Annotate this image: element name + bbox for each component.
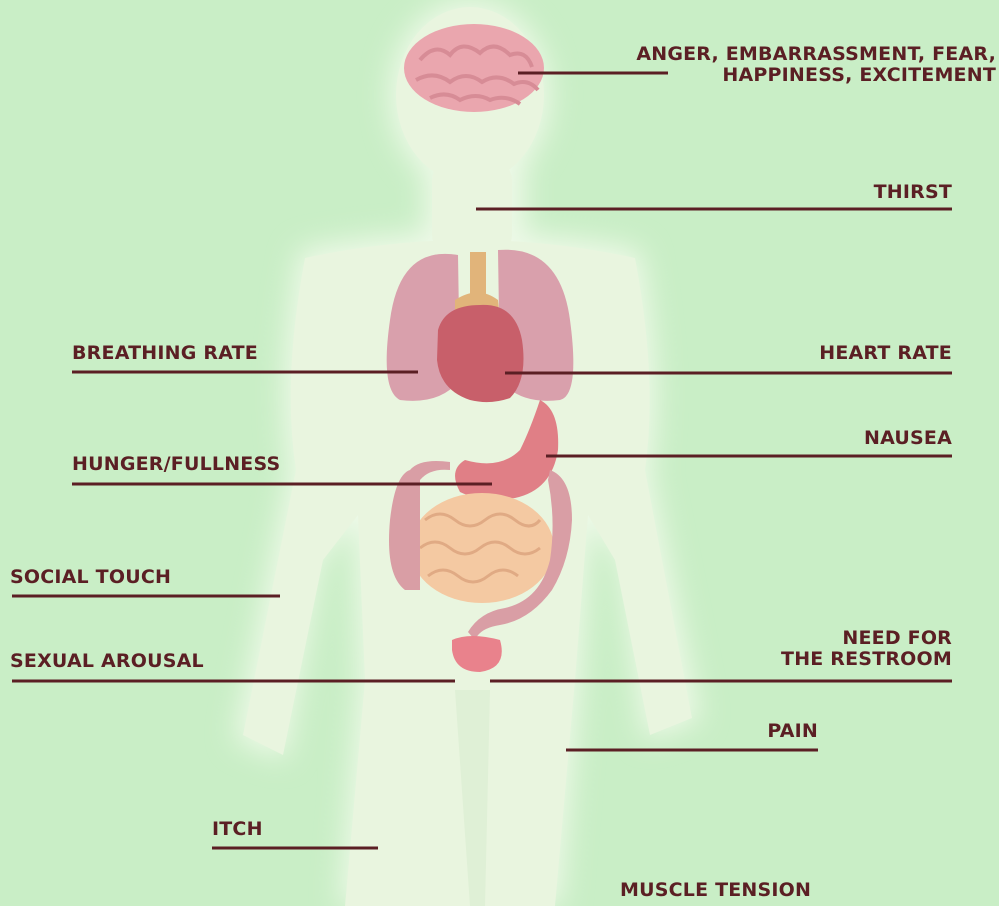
label-hunger-fullness: HUNGER/FULLNESS	[72, 454, 280, 475]
label-itch: ITCH	[212, 819, 263, 840]
label-restroom-line2: THE RESTROOM	[700, 649, 952, 670]
brain	[404, 24, 544, 112]
label-nausea: NAUSEA	[780, 428, 952, 449]
label-heart-rate: HEART RATE	[700, 343, 952, 364]
label-restroom: NEED FOR THE RESTROOM	[700, 628, 952, 670]
label-thirst: THIRST	[780, 182, 952, 203]
label-social-touch: SOCIAL TOUCH	[10, 567, 171, 588]
label-muscle-tension: MUSCLE TENSION	[620, 880, 811, 901]
label-breathing-rate: BREATHING RATE	[72, 343, 258, 364]
label-emotions-line1: ANGER, EMBARRASSMENT, FEAR,	[560, 44, 996, 65]
small-intestine	[410, 493, 554, 603]
label-emotions: ANGER, EMBARRASSMENT, FEAR, HAPPINESS, E…	[560, 44, 996, 86]
label-pain: PAIN	[700, 721, 818, 742]
label-sexual-arousal: SEXUAL AROUSAL	[10, 651, 204, 672]
label-restroom-line1: NEED FOR	[700, 628, 952, 649]
heart	[437, 305, 524, 402]
label-emotions-line2: HAPPINESS, EXCITEMENT	[560, 65, 996, 86]
